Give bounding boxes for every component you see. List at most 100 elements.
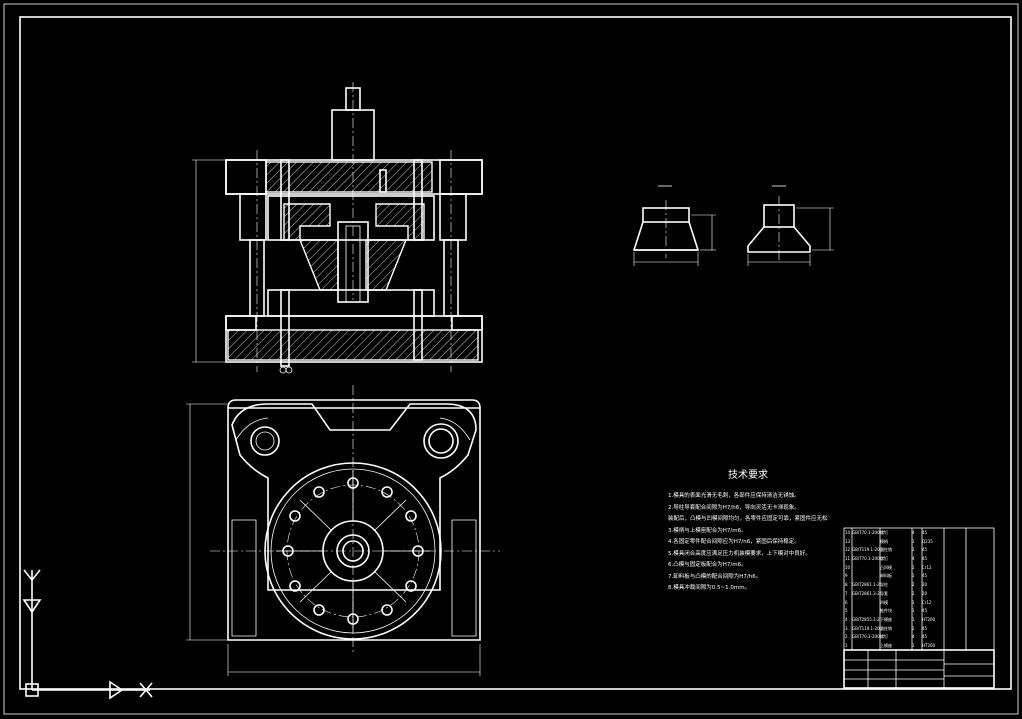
parts-list-cell: 圆柱销 — [880, 547, 892, 553]
parts-list-cell: GB/T119.1-2000 — [852, 547, 880, 553]
parts-list-cell: Cr12 — [922, 564, 932, 570]
parts-list-row: 10 凸凹模 1 Cr12 — [845, 564, 993, 573]
parts-list-cell: GB/T70.1-2000 — [852, 556, 880, 562]
parts-list-cell — [852, 607, 880, 616]
parts-list-cell — [944, 529, 972, 538]
parts-list-cell: 1 — [912, 642, 915, 648]
parts-list-cell: 45 — [922, 634, 928, 640]
parts-list-cell — [944, 546, 972, 555]
parts-list-cell: 圆柱销 — [880, 625, 892, 631]
notes-list: 1.模具的表面光滑无毛刺，各部件应保持清洁无锈蚀。2.导柱导套配合间隙为H7/h… — [668, 491, 828, 595]
parts-list-cell: 1 — [845, 642, 848, 648]
parts-list-cell: 20 — [922, 590, 928, 596]
parts-list-row: 8 GB/T2861.1-2008导柱 2 20 — [845, 581, 993, 590]
parts-list-cell: 凹模 — [880, 599, 888, 605]
parts-list-cell: GB/T2861.1-2008 — [852, 582, 880, 588]
parts-list-cell — [852, 599, 880, 608]
parts-list-cell: 1 — [912, 573, 915, 579]
parts-list-cell: 2 — [912, 547, 915, 553]
notes-line: 3.模柄与上模座配合为H7/m6。 — [668, 527, 747, 534]
sheet-inner-border — [19, 16, 1012, 690]
parts-list-cell: 1 — [912, 564, 915, 570]
parts-list-cell: 4 — [845, 616, 848, 622]
part-detail-1 — [632, 185, 716, 266]
parts-list-cell: 20 — [922, 582, 928, 588]
parts-list-cell: 11 — [845, 556, 851, 562]
parts-list-cell — [852, 572, 880, 581]
parts-list-cell: 卸料板 — [880, 573, 892, 579]
parts-list-cell: 45 — [922, 530, 928, 535]
parts-list-cell: 凸凹模 — [880, 564, 892, 570]
parts-list-row: 7GB/T2861.3-2008导套220 — [845, 590, 993, 599]
parts-list-row: 4 GB/T2855.1-2008下模座 1 HT200 — [845, 616, 993, 625]
parts-list-cell: GB/T2861.3-2008 — [852, 590, 880, 596]
parts-list-cell: 螺钉 — [880, 530, 888, 535]
parts-list-cell: HT200 — [922, 616, 936, 622]
parts-list-cell: 10 — [845, 564, 851, 570]
parts-list-cell: GB/T70.1-2000 — [852, 634, 880, 640]
parts-list-cell: 2 — [912, 625, 915, 631]
parts-list-cell: GB/T119.1-2000 — [852, 625, 880, 631]
notes-line: 7.卸料板与凸模的配合间隙为H7/h6。 — [668, 573, 762, 580]
parts-list-cell: 下模座 — [880, 616, 892, 622]
notes-line: 2.导柱导套配合间隙为H7/h6，导向灵活无卡滞现象。 — [668, 504, 800, 511]
parts-list-cell — [944, 642, 972, 651]
notes-line: 6.凸模与固定板配合为H7/m6。 — [668, 562, 747, 568]
parts-list-cell — [944, 555, 972, 564]
parts-list-cell — [944, 607, 972, 616]
parts-list-cell: 8 — [845, 582, 848, 588]
parts-list-cell: 4 — [912, 530, 915, 535]
sheet-outer-border — [3, 3, 1019, 715]
parts-list-cell — [852, 538, 880, 547]
parts-list-cell: GB/T70.1-2000 — [852, 530, 880, 535]
parts-list-cell: 3 — [845, 625, 848, 631]
parts-list-cell: 导柱 — [880, 582, 888, 588]
part-detail-2 — [747, 185, 834, 266]
parts-list-cell — [944, 616, 972, 625]
notes-line: 4.各固定零件配合间隙应为H7/n6，紧固后保持稳定。 — [668, 539, 800, 545]
parts-list-cell: 4 — [912, 634, 915, 640]
parts-list-cell: 2 — [845, 634, 848, 640]
parts-list-cell: HT200 — [922, 642, 936, 648]
parts-list-cell: 9 — [845, 573, 848, 579]
parts-list-cell: Q235 — [922, 538, 933, 544]
parts-list-grid — [843, 527, 995, 689]
parts-list-cell: 推件块 — [880, 608, 892, 614]
parts-list-cell: 14 — [845, 530, 851, 535]
notes-title: 技术要求 — [728, 470, 768, 481]
parts-list-cell: 1 — [912, 599, 915, 605]
parts-list-cell: 1 — [912, 616, 915, 622]
parts-list-cell: 45 — [922, 556, 928, 562]
parts-list-cell: 1 — [912, 608, 915, 614]
parts-list-row: 13 模柄 1 Q235 — [845, 538, 993, 547]
notes-line: 5.模具闭合高度应满足压力机装模要求，上下模对中良好。 — [668, 550, 811, 557]
parts-list-cell: 45 — [922, 608, 928, 614]
parts-list-cell — [852, 642, 880, 651]
parts-list-cell: 5 — [845, 608, 848, 614]
parts-list-cell: 模柄 — [880, 538, 888, 544]
plan-view — [186, 385, 500, 676]
parts-list-cell: 12 — [845, 547, 851, 553]
parts-list-cell — [944, 564, 972, 573]
parts-list-cell — [944, 581, 972, 590]
parts-list-cell: 1 — [912, 538, 915, 544]
front-section-view — [192, 82, 483, 374]
parts-list-cell: 螺钉 — [880, 556, 888, 562]
parts-list-cell: 螺钉 — [880, 634, 888, 640]
parts-list-cell — [944, 572, 972, 581]
parts-list-cell: 13 — [845, 538, 851, 544]
parts-list-cell — [944, 538, 972, 547]
parts-list-cell — [852, 564, 880, 573]
parts-list-cell — [944, 633, 972, 642]
parts-list-cell: 45 — [922, 625, 928, 631]
parts-list-cell: 2 — [912, 582, 915, 588]
parts-list-cell: GB/T2855.1-2008 — [852, 616, 880, 622]
